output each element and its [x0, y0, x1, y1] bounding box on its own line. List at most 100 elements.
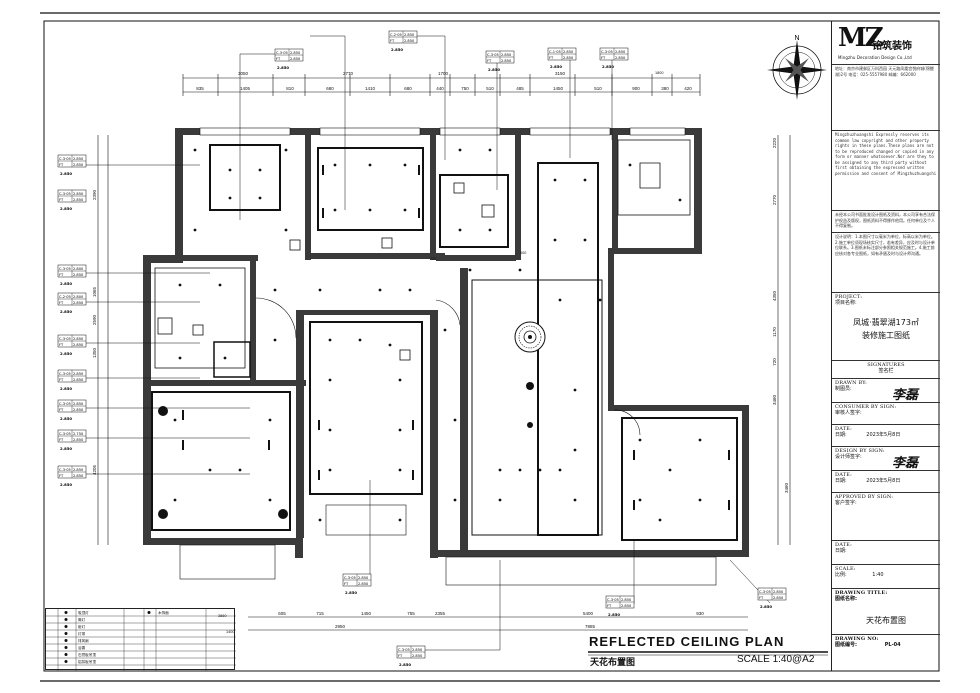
tag-level-b: 2.850 [73, 438, 84, 442]
tag-height: 2.850 [488, 67, 500, 72]
date1-row: DATE: 日期: 2023年5月8日 [832, 425, 940, 447]
dim-top-minor: 750 [461, 86, 469, 91]
tag-ft: FT [487, 59, 492, 63]
design-cn: 设计师签字: [835, 454, 862, 460]
dim-top-minor: 680 [326, 86, 334, 91]
approved-label: APPROVED BY SIGN: [835, 494, 894, 500]
downlight [668, 468, 672, 472]
tag-ft: FT [276, 57, 281, 61]
tag-ft: FT [59, 163, 64, 167]
downlight [333, 208, 337, 212]
dim-top-minor: 810 [286, 86, 294, 91]
downlight [573, 448, 577, 452]
tag-ft: FT [607, 604, 612, 608]
tag-level-b: 2.850 [73, 474, 84, 478]
tag-level-b: 2.850 [615, 56, 626, 60]
linear-light [633, 500, 635, 510]
drawn-signature: 李磊 [892, 388, 919, 403]
tag-level-b: 2.850 [773, 596, 784, 600]
linear-light [418, 165, 420, 175]
dim-top-major: 1700 [438, 71, 449, 76]
dim-top-minor: 485 [516, 86, 524, 91]
pendant-light [526, 382, 534, 390]
tag-ft: FT [601, 56, 606, 60]
design-signature: 李磊 [892, 456, 919, 471]
downlight [403, 208, 407, 212]
tag-height: 2.850 [60, 206, 72, 211]
tag-height: 2.850 [602, 64, 614, 69]
linear-light [633, 450, 635, 460]
tag-height: 2.850 [60, 281, 72, 286]
logo-en: Mingzhu Decoration Design Co.,Ltd [838, 55, 912, 60]
tag-code: C-3·05 [607, 598, 619, 602]
date1-cn: 日期: [835, 432, 847, 438]
drawing-no-value: PL-04 [884, 642, 901, 648]
legend-row-label: 筒灯 [78, 617, 86, 622]
drawing-title-value: 天花布置图 [866, 616, 906, 625]
legend-row-label: 射灯 [78, 624, 86, 629]
dim-right: 720 [772, 358, 777, 366]
design-notes: 设计说明：1.本图尺寸以毫米为单位，标高以米为单位。2.施工单位须现场核实尺寸，… [832, 233, 940, 293]
dim-top-minor: 1410 [365, 86, 376, 91]
legend-row-label: 吸顶灯 [78, 610, 89, 615]
legend-symbol [64, 611, 68, 614]
tag-level-b: 2.850 [73, 273, 84, 277]
drawn-by-cn: 制图员: [835, 386, 852, 392]
dim-bottom-minor: 930 [696, 611, 704, 616]
tag-code: C-3·05 [59, 402, 71, 406]
dimension-top [182, 74, 701, 96]
tag-code: C-3·05 [59, 432, 71, 436]
downlight [268, 418, 272, 422]
tag-height: 2.850 [391, 47, 403, 52]
downlight [388, 343, 392, 347]
dim-small: 1800 [655, 71, 663, 75]
downlight [223, 356, 227, 360]
downlight [638, 498, 642, 502]
downlight [443, 328, 447, 332]
date3-label: DATE: [835, 542, 853, 548]
drawing-title-cn: 图纸名称: [835, 596, 857, 602]
tag-level-b: 2.850 [73, 198, 84, 202]
linear-light [412, 470, 414, 480]
tag-level: 2.850 [73, 192, 84, 196]
pendant-light-3 [158, 509, 168, 519]
pendant-light-2 [158, 406, 168, 416]
interior-walls [151, 135, 618, 550]
date3-cn: 日期: [835, 548, 847, 554]
dimension-right [777, 135, 791, 545]
downlight [193, 228, 197, 232]
downlight [518, 468, 522, 472]
tag-ft: FT [759, 596, 764, 600]
tag-code: C-3·05 [59, 157, 71, 161]
downlight [328, 468, 332, 472]
north-arrow [767, 40, 827, 100]
tag-code: C-3·05 [276, 51, 288, 55]
leader-lines [86, 35, 771, 651]
downlight [538, 468, 542, 472]
tag-ft: FT [398, 654, 403, 658]
project-name-2: 装修施工图纸 [862, 331, 910, 340]
dim-right: 2770 [772, 194, 777, 205]
date2-value: 2023年5月8日 [866, 478, 901, 484]
drawing-no-row: DRAWING NO: 图纸编号: PL-04 [832, 635, 940, 671]
scale-value: 1:40 [872, 572, 884, 578]
tag-ft: FT [59, 378, 64, 382]
tag-code: C-3·05 [487, 53, 499, 57]
tag-code: C-3·05 [59, 372, 71, 376]
dim-right: 1170 [772, 327, 777, 337]
pendant-light-4 [278, 509, 288, 519]
logo-block: MZ 铭筑装饰 Mingzhu Decoration Design Co.,Lt… [832, 21, 940, 65]
tag-ft: FT [59, 198, 64, 202]
legend-symbol [64, 632, 68, 635]
downlight [498, 468, 502, 472]
tag-height: 2.850 [60, 171, 72, 176]
